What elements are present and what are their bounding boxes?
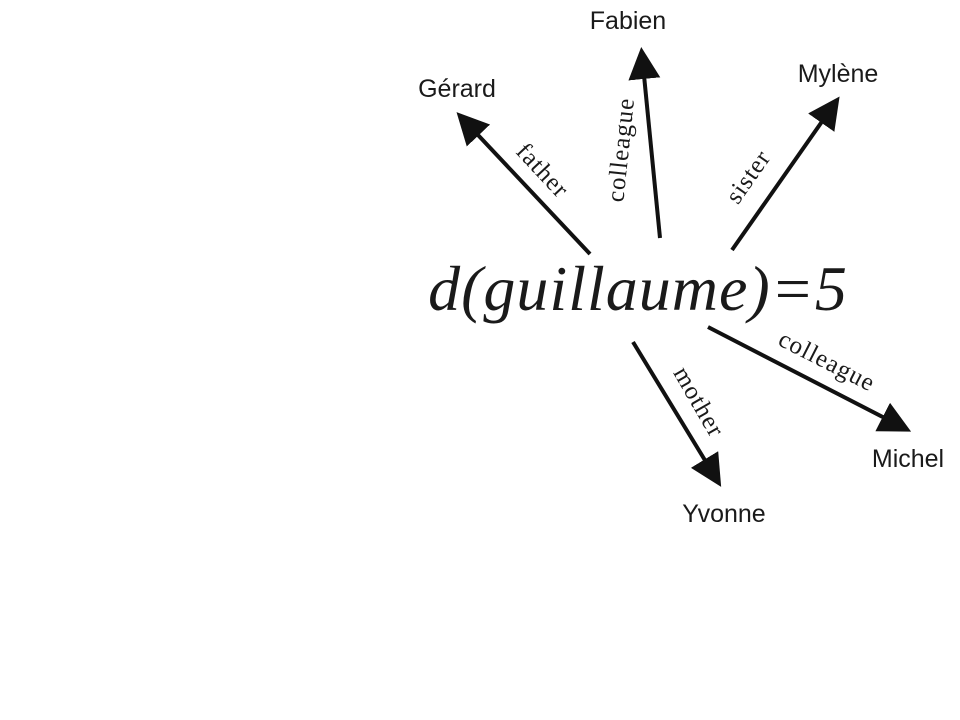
edge-colleague-top: colleague bbox=[602, 47, 662, 239]
edge-father-label: father bbox=[510, 138, 574, 203]
node-mylene-label: Mylène bbox=[798, 60, 879, 88]
edge-father-arrow bbox=[456, 112, 592, 256]
edge-colleague-bottom-arrow bbox=[707, 325, 912, 432]
center-node-label: d(guillaume)=5 bbox=[428, 253, 848, 324]
edge-mother-label: mother bbox=[668, 362, 730, 442]
node-fabien-label: Fabien bbox=[590, 7, 666, 35]
node-gerard-label: Gérard bbox=[418, 75, 496, 103]
edge-sister: sister bbox=[721, 96, 840, 252]
edge-father: father bbox=[456, 112, 592, 256]
node-yvonne-label: Yvonne bbox=[682, 500, 765, 528]
node-michel-label: Michel bbox=[872, 445, 944, 473]
edge-mother: mother bbox=[631, 340, 730, 487]
edge-mother-arrow bbox=[631, 340, 722, 487]
edge-sister-arrow bbox=[730, 96, 840, 252]
edge-colleague-top-arrow bbox=[628, 47, 662, 239]
edge-colleague-bottom: colleague bbox=[707, 325, 912, 432]
edge-colleague-top-label: colleague bbox=[602, 96, 640, 203]
